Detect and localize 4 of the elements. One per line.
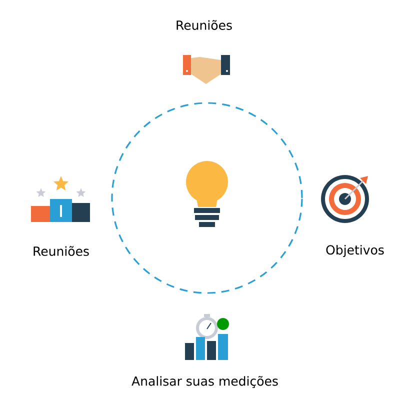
icon-caption: Objetivos xyxy=(326,244,384,258)
icon-caption: Analisar suas medições xyxy=(132,376,278,388)
icon-caption: Reuniões xyxy=(34,246,89,256)
icon-caption: Reuniões xyxy=(176,20,232,30)
